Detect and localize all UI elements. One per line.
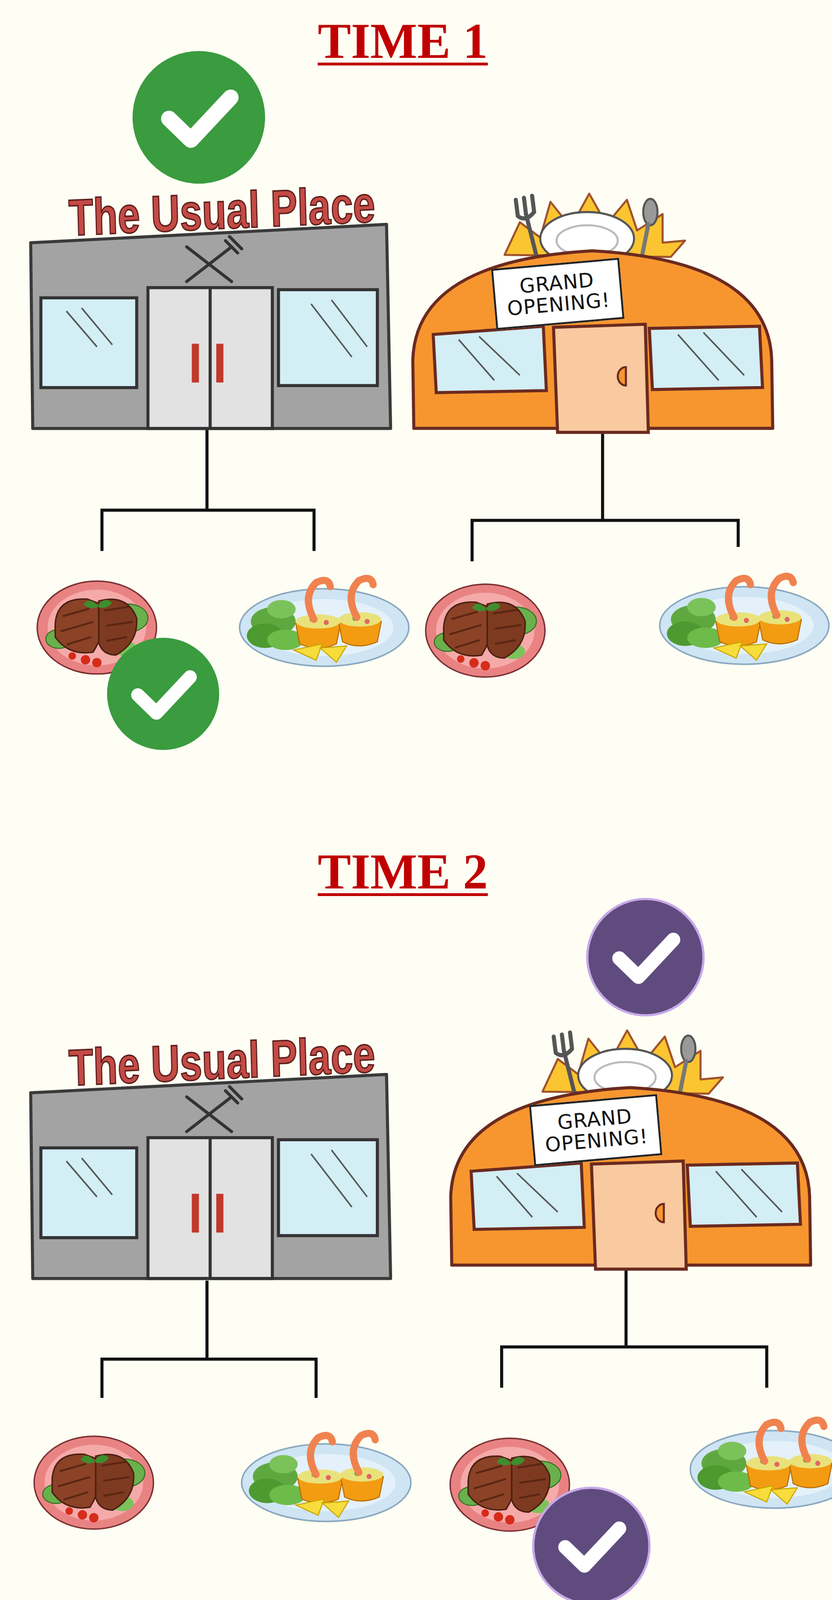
restaurant-building: The Usual Place — [25, 183, 393, 430]
time-heading: TIME 1 — [317, 16, 488, 66]
shop-name: The Usual Place — [68, 1028, 376, 1094]
bracket — [472, 433, 739, 561]
bracket — [101, 1280, 317, 1398]
salad-dish — [690, 1419, 832, 1508]
steak-dish — [34, 1435, 154, 1529]
node-text: GRAND OPENING! — [493, 267, 622, 320]
bracket — [501, 1264, 767, 1387]
bracket — [101, 428, 314, 551]
steak-dish — [450, 1437, 570, 1531]
shop-sign: The Usual Place — [25, 1034, 393, 1087]
restaurant-building: The Usual Place — [25, 1033, 393, 1280]
steak-dish — [37, 580, 157, 674]
green-check — [107, 637, 220, 750]
salad-dish — [239, 577, 409, 667]
shop-name: The Usual Place — [68, 178, 376, 244]
node-text: GRAND OPENING! — [531, 1103, 660, 1157]
purple-check — [587, 898, 704, 1015]
green-check — [132, 51, 266, 184]
salad-dish — [241, 1432, 412, 1521]
time-heading: TIME 2 — [317, 846, 488, 896]
new-restaurant-building: GRAND OPENING! — [445, 1027, 815, 1270]
tree-brackets — [101, 428, 767, 1398]
new-restaurant-building: GRAND OPENING! — [407, 191, 778, 434]
grand-opening-sign: GRAND OPENING! — [528, 1093, 662, 1166]
grand-opening-sign: GRAND OPENING! — [491, 257, 625, 330]
dishes — [34, 576, 832, 1531]
steak-dish — [425, 584, 546, 677]
purple-check — [533, 1486, 650, 1600]
salad-dish — [659, 576, 830, 665]
shop-sign: The Usual Place — [25, 185, 393, 237]
